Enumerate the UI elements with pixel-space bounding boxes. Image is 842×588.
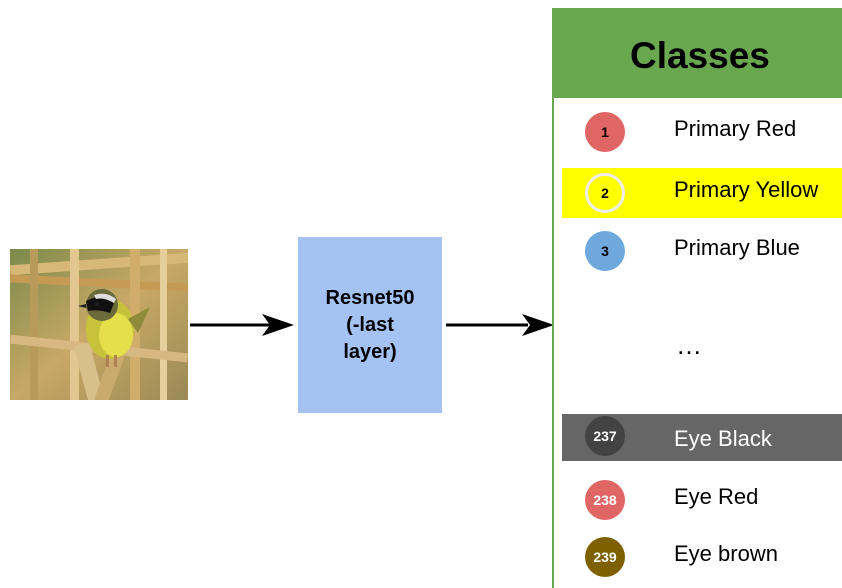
class-label: Eye Red [674,484,759,509]
class-label: Eye brown [674,541,778,566]
class-number-badge: 3 [585,231,625,271]
bird-photo [10,249,188,400]
class-label: Eye Black [674,426,772,451]
class-label: Primary Blue [674,235,800,260]
class-number-badge: 239 [585,537,625,577]
class-number-badge: 237 [585,416,625,456]
ellipsis: … [676,330,705,360]
classes-panel: Classes [552,8,842,588]
class-number-badge: 1 [585,112,625,152]
classes-header [554,8,842,98]
class-number-badge: 2 [585,173,625,213]
model-label-line-2: (-last [346,313,394,336]
class-row-primary-yellow: 2 Primary Yellow [562,168,842,218]
classes-title: Classes [630,35,770,76]
arrow-photo-to-model [190,314,294,336]
model-box: Resnet50 (-last layer) [298,237,442,413]
arrow-model-to-classes [446,314,554,336]
class-row-primary-red: 1 Primary Red [562,107,842,157]
class-row-eye-black: 237 Eye Black [562,414,842,461]
class-label: Primary Yellow [674,177,819,202]
model-label-line-1: Resnet50 [325,286,415,309]
class-row-eye-red: 238 Eye Red [562,475,842,525]
model-label: Resnet50 (-last layer) [310,285,430,366]
model-label-line-3: layer) [343,340,397,363]
class-label: Primary Red [674,116,797,141]
class-number-badge: 238 [585,480,625,520]
class-row-eye-brown: 239 Eye brown [562,532,842,582]
class-row-primary-blue: 3 Primary Blue [562,226,842,276]
